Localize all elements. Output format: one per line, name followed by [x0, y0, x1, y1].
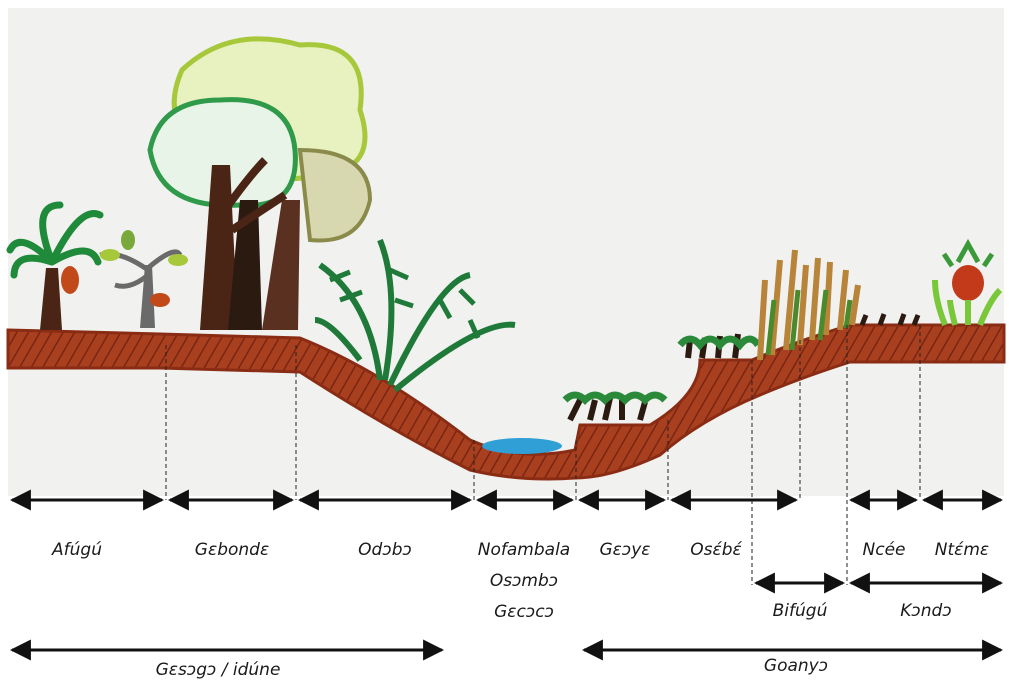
group-label-goanyo: Goanyɔ — [764, 656, 828, 676]
sky-background — [8, 8, 1004, 496]
zone-label-bifugu: Bifúgú — [773, 601, 828, 621]
zone-label-osombo: Osɔmbɔ — [490, 571, 558, 591]
zone-label-ncee: Ncée — [863, 540, 906, 560]
zone-label-osebe: Osέbέ — [690, 540, 741, 560]
zone-label-odobo: Odɔbɔ — [358, 540, 412, 560]
zone-label-kondo: Kɔndɔ — [900, 601, 951, 621]
zone-label-gebonde: Gɛbondɛ — [195, 540, 269, 560]
group-label-gesogo: Gɛsɔgɔ / idúne — [156, 660, 281, 680]
zone-label-nofambala: Nofambala — [478, 540, 570, 560]
zone-label-nteme: Ntέmɛ — [935, 540, 989, 560]
zone-label-gecoco: Gɛcɔcɔ — [494, 602, 554, 622]
water-icon — [482, 438, 562, 454]
zone-label-afugu: Afúgú — [52, 540, 102, 560]
zone-label-geoye: Gɛɔyɛ — [599, 540, 650, 560]
